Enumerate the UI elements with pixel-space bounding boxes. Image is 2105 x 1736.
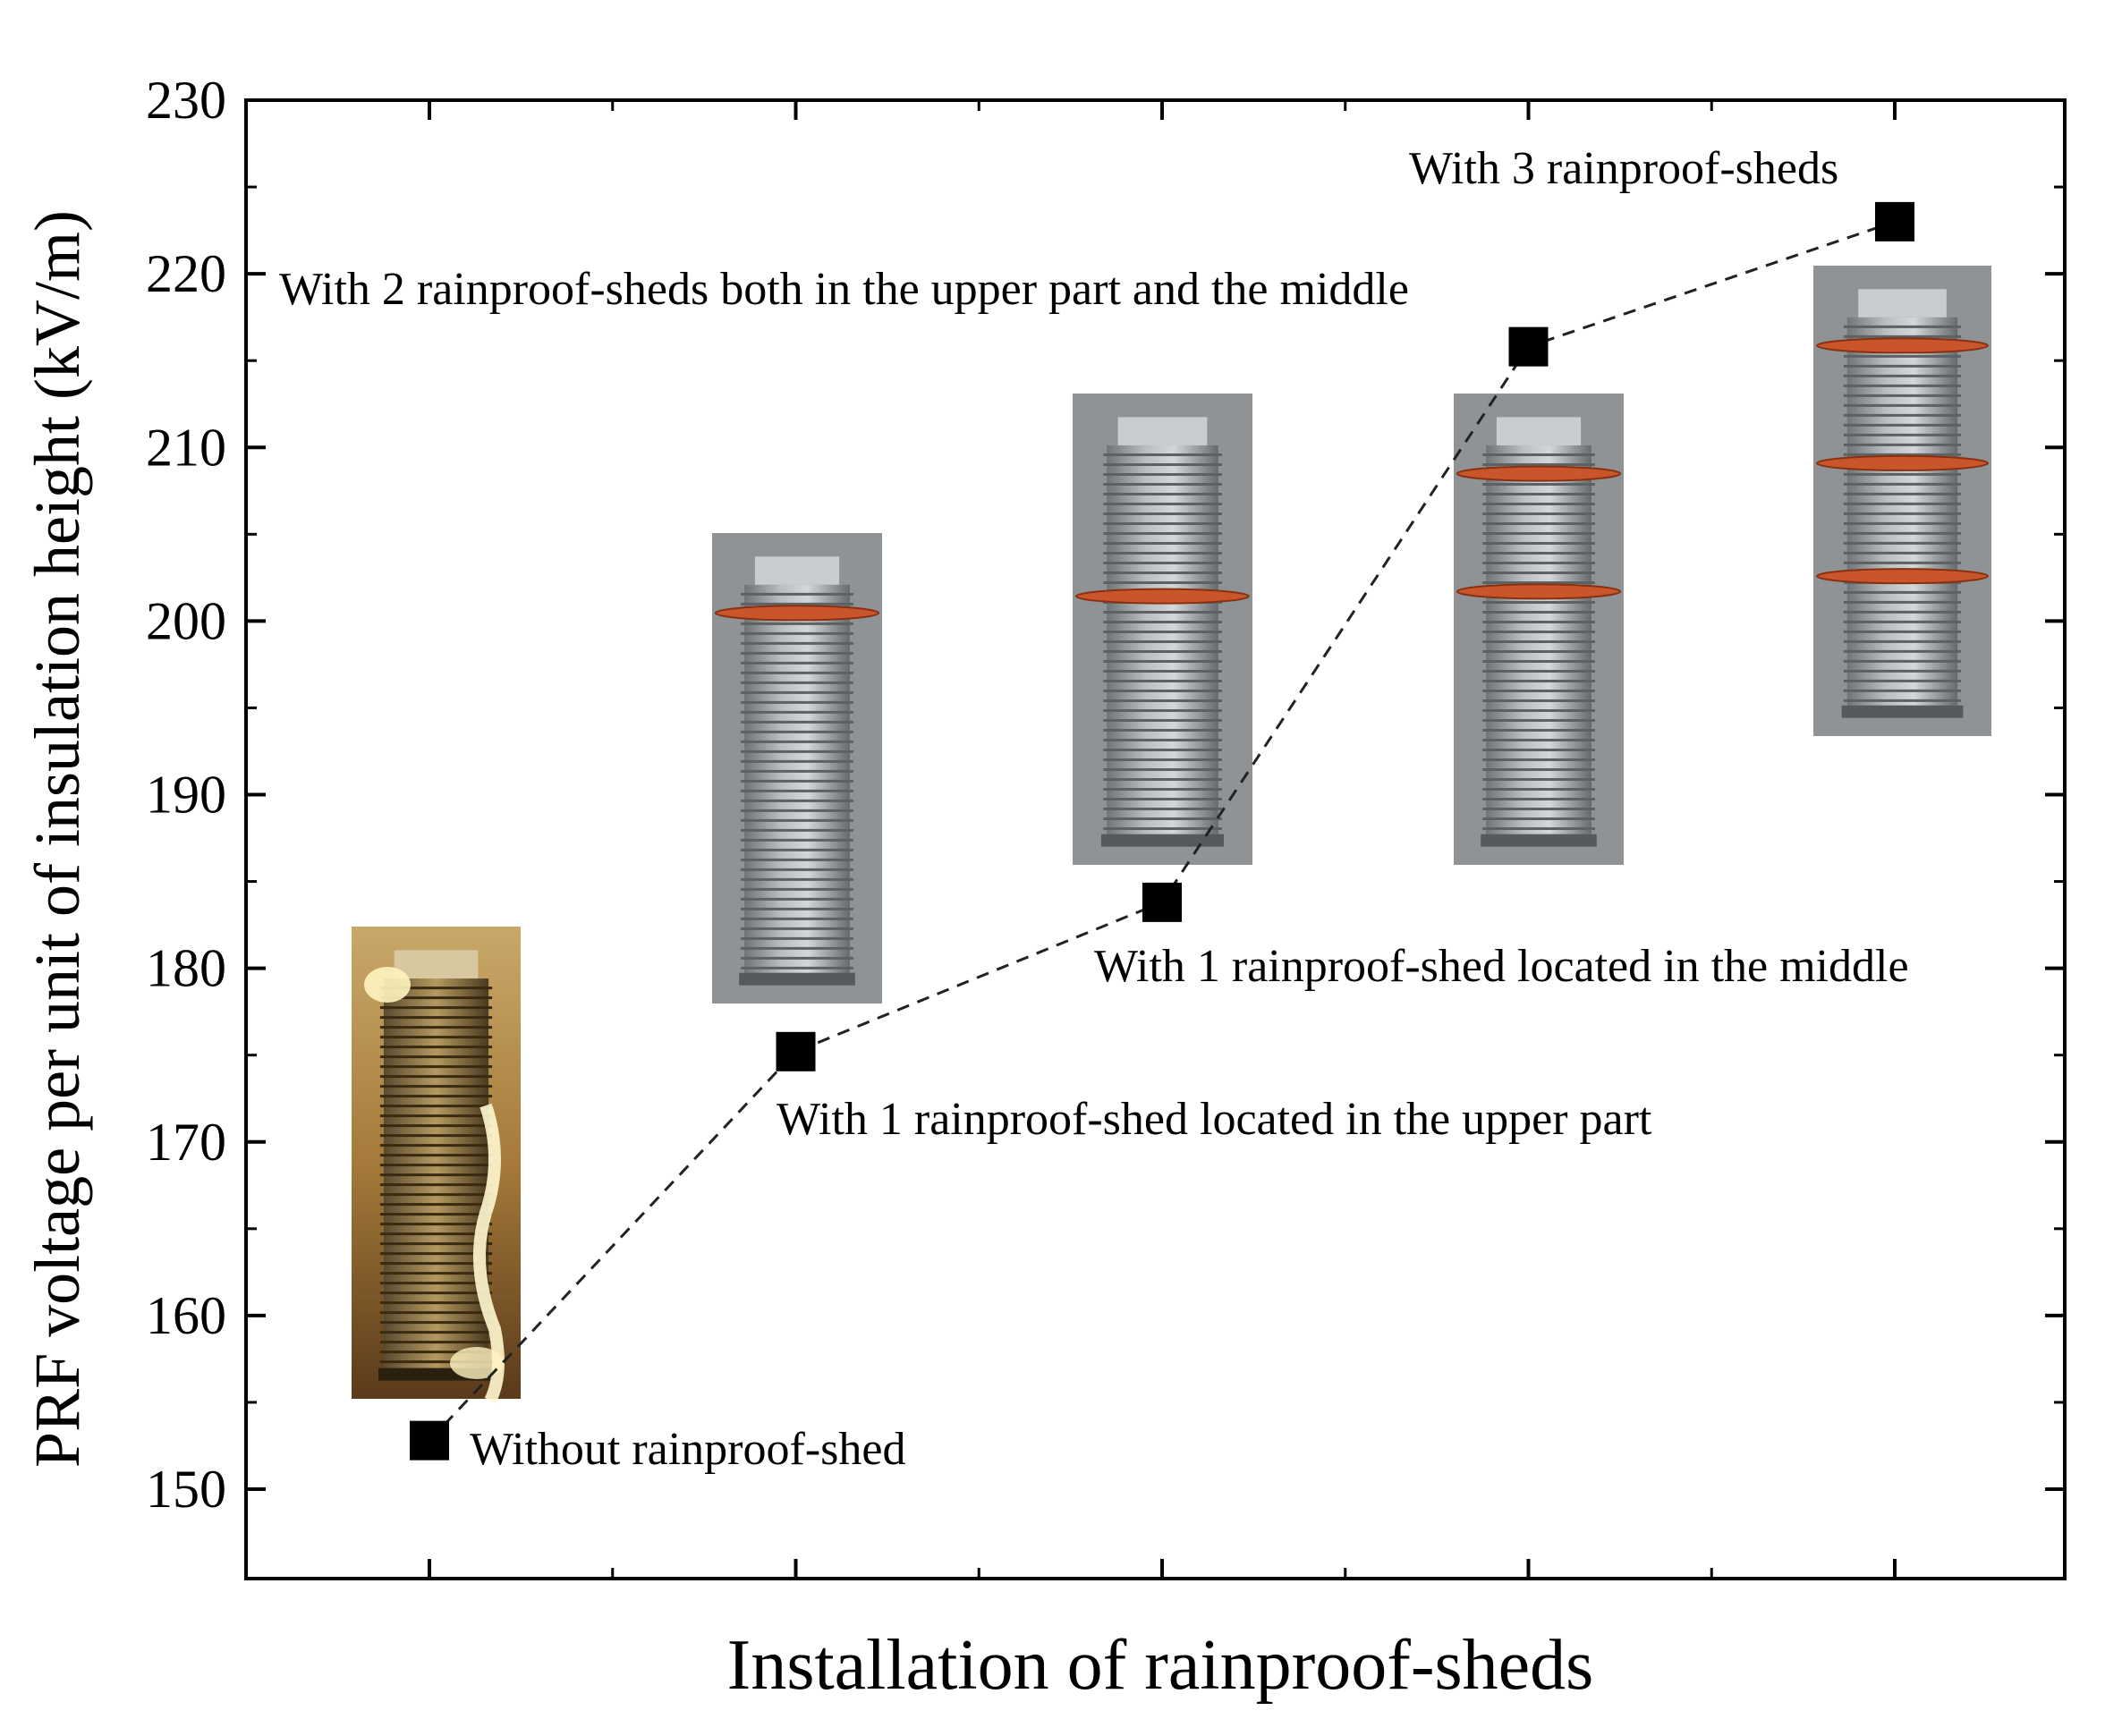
y-tick-label: 150 [146,1460,226,1519]
plot-frame [244,98,2067,1580]
insulator-photo [712,533,882,1003]
rainproof-shed [1075,588,1250,605]
y-tick-label: 160 [146,1286,226,1345]
insulator-cap [394,950,479,979]
arc-glow [450,1347,504,1379]
rainproof-shed [1456,583,1622,600]
y-tick-label: 190 [146,766,226,825]
insulator-base [1100,834,1225,847]
arc-glow [364,967,411,1003]
data-point-marker [1875,201,1914,241]
rainproof-shed [1456,465,1622,482]
rainproof-shed [1815,454,1990,471]
rainproof-shed [714,605,880,622]
y-tick-label: 200 [146,591,226,650]
data-point-marker [1508,326,1549,367]
annotation-two-sheds: With 2 rainproof-sheds both in the upper… [279,264,1409,315]
y-tick-label: 220 [146,244,226,303]
insulator-body [1107,445,1218,842]
y-tick-label: 180 [146,939,226,998]
insulator-cap [1858,289,1947,318]
annotation-one-shed-middle: With 1 rainproof-shed located in the mid… [1094,941,1909,992]
rainproof-shed [1815,337,1990,354]
annotation-without-shed: Without rainproof-shed [470,1424,905,1475]
insulator-photo [1813,266,1991,736]
insulator-cap [1496,417,1582,445]
annotation-three-sheds: With 3 rainproof-sheds [1409,143,1838,194]
data-point-marker [1142,882,1182,922]
y-tick-label: 210 [146,418,226,477]
insulator-photo [1454,394,1624,865]
y-tick-label: 230 [146,71,226,130]
insulator-body [1486,445,1591,842]
data-point-marker [410,1420,449,1461]
insulator-base [1841,705,1964,718]
y-axis-title: PRF voltage per unit of insulation heigh… [21,210,93,1468]
rainproof-shed [1815,568,1990,585]
insulator-cap [754,556,840,585]
insulator-body [383,978,489,1376]
insulator-base [739,972,855,986]
y-tick-label: 170 [146,1113,226,1172]
insulator-cap [1117,417,1208,445]
x-axis-title: Installation of rainproof-sheds [727,1626,1594,1705]
data-point-marker [776,1031,816,1071]
insulator-base [1481,834,1597,847]
insulator-fire-photo [352,927,521,1404]
insulator-photo [1073,394,1252,865]
annotation-one-shed-upper: With 1 rainproof-shed located in the upp… [777,1094,1652,1145]
